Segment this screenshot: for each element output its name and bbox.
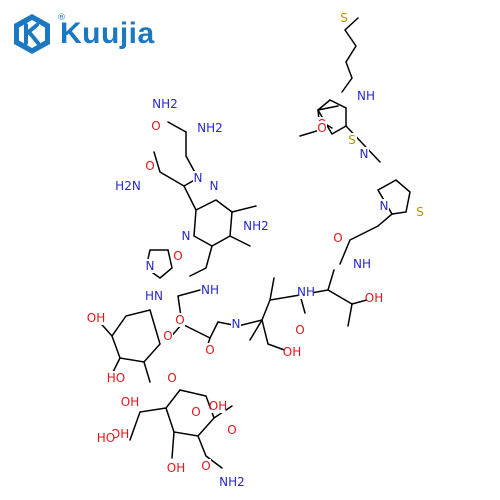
atom-label-bg — [359, 147, 369, 161]
atom-label-bg — [122, 395, 138, 409]
atom-label-bg — [284, 345, 300, 359]
atom-label-oh-3: OH — [121, 395, 139, 409]
atom-label-oh-7: HO — [97, 431, 115, 445]
atom-label-bg — [227, 423, 237, 437]
atom-label-oh-4: OH — [209, 399, 227, 413]
atom-label-o-ring2: O — [191, 405, 200, 419]
atom-label-bg — [98, 431, 114, 445]
atom-label-o-amide: O — [145, 159, 154, 173]
atom-label-bg — [116, 179, 140, 193]
atom-label-bg — [358, 89, 374, 103]
atom-label-pyr-n2: N — [182, 229, 191, 243]
atom-label-bg — [88, 311, 104, 325]
atom-label-bg — [108, 371, 124, 385]
atom-label-thz2-s: S — [416, 205, 424, 219]
atom-label-pyr-n1: N — [210, 179, 219, 193]
atom-label-nh2-mid: NH2 — [197, 121, 223, 135]
atom-label-nh-g: NH — [357, 89, 375, 103]
kuujia-logo-icon — [14, 14, 50, 54]
bond-lines — [95, 17, 411, 469]
atom-label-o-carb: O — [227, 423, 236, 437]
atom-label-bg — [333, 231, 343, 245]
atom-label-o-ring: O — [175, 313, 184, 327]
atom-label-bg — [173, 249, 183, 263]
atom-label-o-carb2: O — [201, 459, 210, 473]
atom-label-oh-9: OH — [365, 291, 383, 305]
atom-label-nh2-top: NH2 — [152, 97, 178, 111]
atom-label-bg — [354, 257, 370, 271]
atom-label-bg — [366, 291, 382, 305]
atom-label-bg — [112, 427, 128, 441]
atom-label-bg — [339, 11, 349, 25]
atom-label-o-d: O — [295, 323, 304, 337]
atom-label-bg — [379, 199, 389, 213]
atom-label-bg — [198, 121, 222, 135]
atom-label-oh-1: OH — [87, 311, 105, 325]
atom-label-bg — [181, 229, 191, 243]
atom-label-bg — [145, 259, 155, 273]
atom-label-bg — [146, 289, 162, 303]
atom-label-o-link: O — [163, 329, 172, 343]
atom-label-bg — [193, 171, 203, 185]
atom-label-nh2-pyr: NH2 — [243, 219, 269, 233]
atom-label-bg — [205, 343, 215, 357]
brand-name: Kuujia — [60, 17, 155, 50]
atom-label-bg — [175, 313, 185, 327]
atom-label-nh-d: NH — [297, 285, 315, 299]
atom-label-oh-8: OH — [283, 345, 301, 359]
atom-label-bg — [201, 459, 211, 473]
registered-mark: ® — [57, 13, 66, 23]
atom-label-o-e: O — [333, 231, 342, 245]
atom-label-bg — [347, 133, 357, 147]
atom-label-bg — [209, 179, 219, 193]
atom-label-o-c: O — [205, 343, 214, 357]
atom-label-bg — [298, 285, 314, 299]
atom-label-oh-2: HO — [107, 371, 125, 385]
atom-label-imid-hn: HN — [145, 289, 163, 303]
atom-label-nh-a: N — [194, 171, 203, 185]
atom-label-nh-c: N — [232, 317, 241, 331]
atom-label-bg — [220, 475, 244, 489]
atom-label-o-pyr: O — [173, 249, 182, 263]
atom-label-bg — [191, 405, 201, 419]
atom-label-bg — [163, 329, 173, 343]
atom-label-bg — [168, 461, 184, 475]
atom-label-o-top: O — [151, 119, 160, 133]
atom-label-thz2-n: N — [380, 199, 389, 213]
atom-label-nh2-carb: NH2 — [219, 475, 245, 489]
atom-label-bg — [317, 121, 327, 135]
atom-label-nh-b: NH — [201, 283, 219, 297]
atom-label-oh-6: OH — [167, 461, 185, 475]
atom-label-bg — [145, 159, 155, 173]
atom-label-o-link2: O — [167, 371, 176, 385]
atom-label-nh-e: NH — [353, 257, 371, 271]
atom-label-bg — [415, 205, 425, 219]
atom-label-nh2-amide: H2N — [115, 179, 141, 193]
atom-label-thz1-n: N — [360, 147, 369, 161]
atom-label-bg — [151, 119, 161, 133]
atom-label-bg — [210, 399, 226, 413]
atom-label-bg — [153, 97, 177, 111]
atom-label-bg — [202, 283, 218, 297]
atom-label-bg — [167, 371, 177, 385]
atom-label-bg — [244, 219, 268, 233]
atom-label-s-top: S — [340, 11, 348, 25]
atom-label-o-g: O — [317, 121, 326, 135]
kuujia-logo: ® Kuujia — [10, 12, 155, 56]
atom-label-bg — [231, 317, 241, 331]
atom-label-imid-n: N — [146, 259, 155, 273]
atom-label-bg — [295, 323, 305, 337]
atom-label-oh-5: OH — [111, 427, 129, 441]
atom-label-thz1-s: S — [348, 133, 356, 147]
